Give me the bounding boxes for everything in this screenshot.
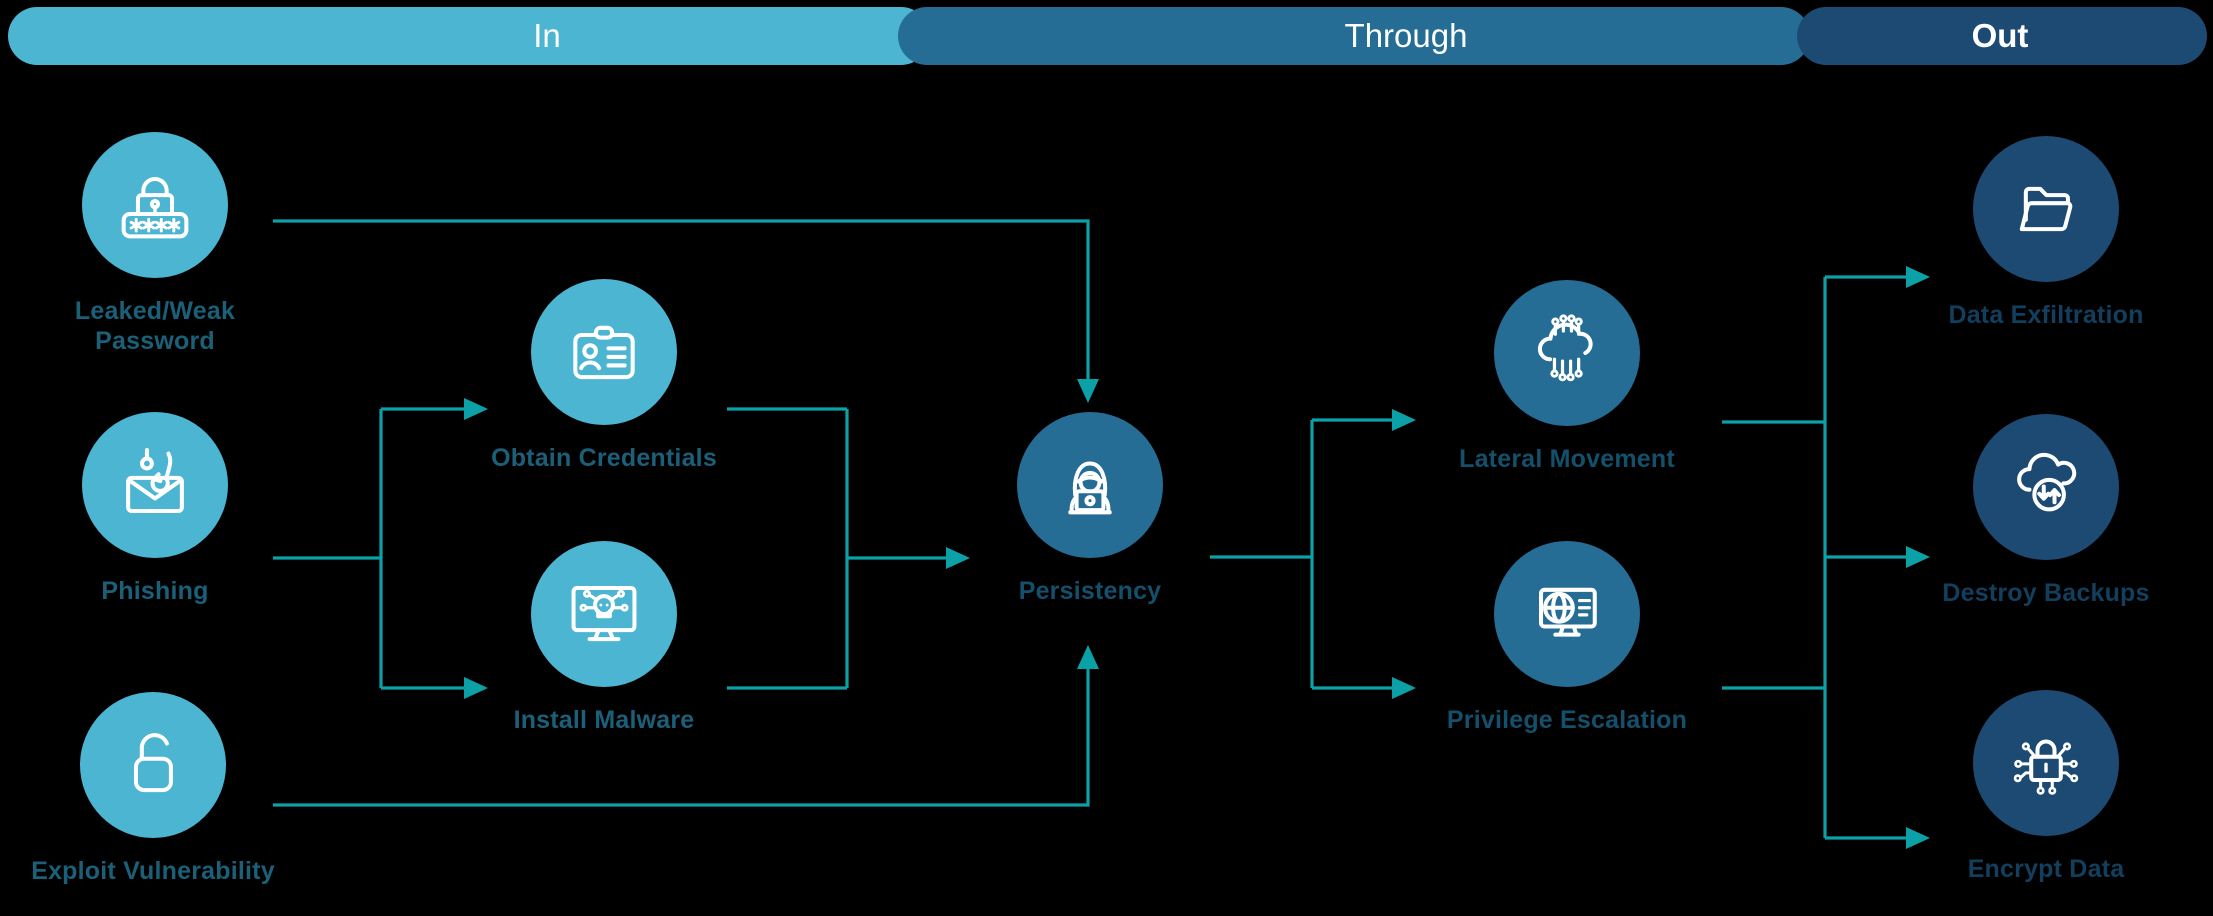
open-padlock-icon bbox=[133, 733, 173, 793]
persistency-circle bbox=[1017, 412, 1163, 558]
arrowhead-icon bbox=[1392, 677, 1416, 699]
connector-branch-to-obtain bbox=[381, 398, 488, 420]
hacker-laptop-icon bbox=[1068, 461, 1112, 515]
arrowhead-icon bbox=[464, 398, 488, 420]
install-malware-label: Install Malware bbox=[513, 706, 695, 734]
phishing-circle bbox=[82, 412, 228, 558]
exploit-vulnerability-circle bbox=[80, 692, 226, 838]
obtain-credentials-label: Obtain Credentials bbox=[491, 444, 717, 472]
privilege-escalation-label: Privilege Escalation bbox=[1446, 706, 1688, 734]
arrowhead-icon bbox=[464, 677, 488, 699]
open-folder-icon bbox=[2019, 186, 2073, 232]
malware-monitor-icon bbox=[571, 586, 637, 642]
arrowhead-icon bbox=[1906, 266, 1930, 288]
connector-rail-to-exfiltration bbox=[1825, 266, 1930, 288]
password-lock-icon bbox=[121, 177, 189, 239]
connector-branch-to-lateral bbox=[1312, 409, 1416, 431]
obtain-credentials-circle bbox=[531, 279, 677, 425]
connector-rail-to-encrypt bbox=[1825, 827, 1930, 849]
connector-branch-to-privilege bbox=[1312, 677, 1416, 699]
data-exfiltration-circle bbox=[1973, 136, 2119, 282]
privilege-escalation-circle bbox=[1494, 541, 1640, 687]
phishing-hook-icon bbox=[126, 448, 184, 513]
stage-label-through: Through bbox=[1344, 17, 1468, 54]
arrowhead-icon bbox=[946, 547, 970, 569]
globe-monitor-icon bbox=[1539, 587, 1597, 637]
encrypt-data-label: Encrypt Data bbox=[1967, 855, 2125, 883]
id-card-icon bbox=[573, 325, 635, 380]
arrowhead-icon bbox=[1392, 409, 1416, 431]
arrowhead-icon bbox=[1077, 379, 1099, 403]
leaked-weak-password-label: Leaked/Weak Password bbox=[74, 297, 236, 355]
stage-pill-through bbox=[898, 7, 1810, 65]
encrypt-data-circle bbox=[1973, 690, 2119, 836]
exploit-vulnerability-label: Exploit Vulnerability bbox=[31, 857, 275, 885]
data-exfiltration-label: Data Exfiltration bbox=[1948, 301, 2144, 329]
arrowhead-icon bbox=[1906, 827, 1930, 849]
connector-rail-to-destroy bbox=[1825, 546, 1930, 568]
connector-exploit-to-persistency bbox=[273, 645, 1099, 807]
destroy-backups-label: Destroy Backups bbox=[1942, 579, 2150, 607]
connector-leaked-to-persistency bbox=[273, 219, 1099, 403]
stage-pill-out bbox=[1797, 7, 2207, 65]
stage-label-in: In bbox=[533, 17, 561, 54]
stage-pill-in bbox=[8, 7, 930, 65]
install-malware-circle bbox=[531, 541, 677, 687]
connector-branch-to-install bbox=[381, 677, 488, 699]
stage-label-out: Out bbox=[1971, 17, 2029, 54]
destroy-backups-circle bbox=[1973, 414, 2119, 560]
persistency-label: Persistency bbox=[1018, 577, 1162, 605]
lateral-movement-label: Lateral Movement bbox=[1459, 445, 1675, 473]
leaked-weak-password-circle bbox=[82, 132, 228, 278]
phishing-label: Phishing bbox=[101, 577, 209, 605]
encrypt-lock-icon bbox=[2013, 739, 2079, 795]
arrowhead-icon bbox=[1906, 546, 1930, 568]
cloud-network-icon bbox=[1537, 314, 1593, 382]
lateral-movement-circle bbox=[1494, 280, 1640, 426]
cloud-sync-icon bbox=[2017, 452, 2077, 512]
arrowhead-icon bbox=[1077, 645, 1099, 669]
connector-merge-to-persistency bbox=[847, 547, 970, 569]
